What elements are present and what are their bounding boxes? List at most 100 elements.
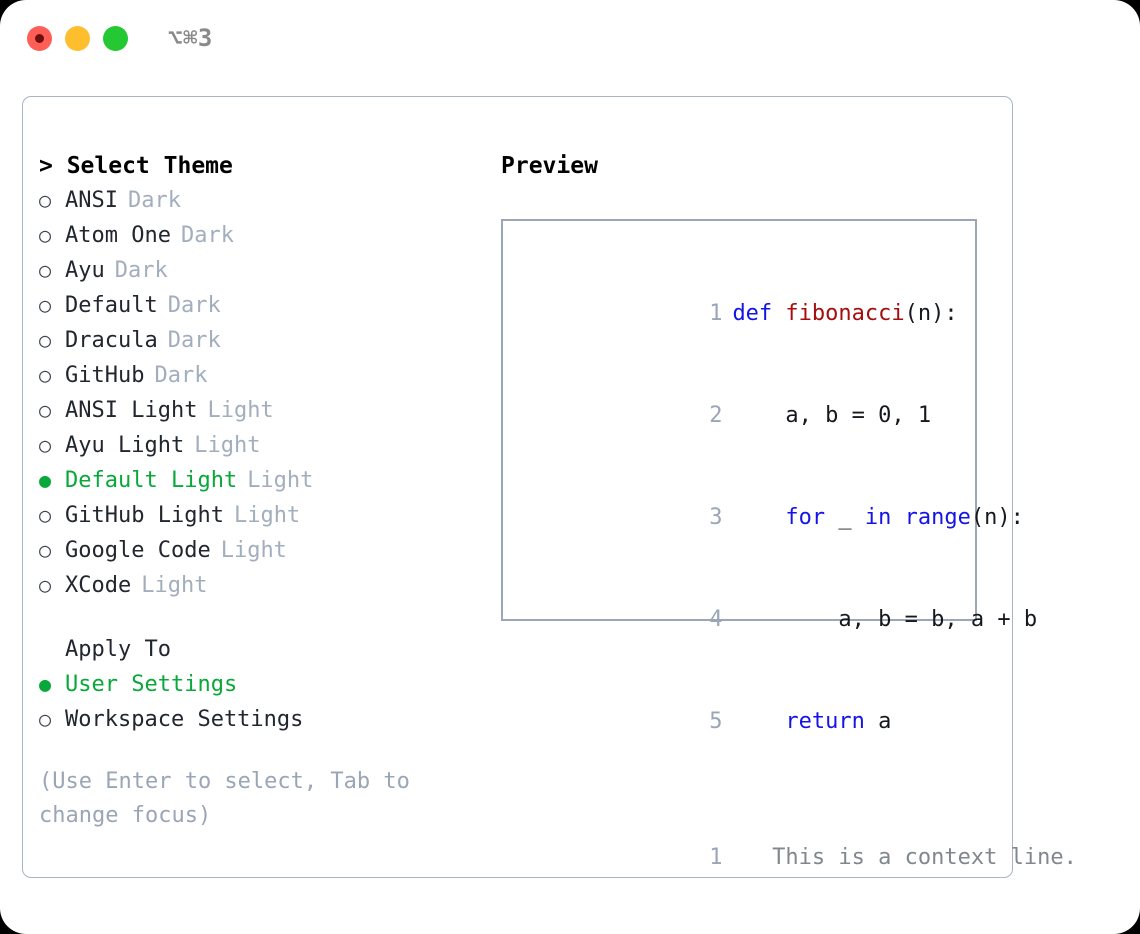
preview-heading: Preview: [501, 153, 598, 179]
code-token: in: [864, 505, 892, 530]
theme-tag: Light: [247, 468, 314, 493]
radio-icon: ○: [39, 223, 52, 247]
code-sample: 1 def fibonacci (n): 2 a, b = 0, 1 3 for _…: [515, 263, 1077, 934]
theme-label: GitHub: [65, 363, 145, 388]
code-token: return: [785, 709, 865, 734]
theme-option-github-dark[interactable]: ○ GitHub Dark: [39, 358, 479, 393]
code-token: [732, 505, 785, 530]
code-diff-separator: [515, 773, 967, 807]
radio-icon: ○: [39, 707, 52, 731]
theme-option-xcode[interactable]: ○ XCode Light: [39, 568, 479, 603]
maximize-button[interactable]: [103, 26, 128, 51]
theme-tag: Dark: [154, 363, 208, 388]
keyboard-shortcut-label: ⌥⌘3: [168, 24, 213, 52]
apply-to-option-workspace-settings[interactable]: ○ Workspace Settings: [39, 702, 479, 737]
diff-text: This is a context line.: [732, 845, 1077, 870]
theme-tag: Dark: [114, 258, 168, 283]
theme-tag: Light: [207, 398, 274, 423]
code-token: [891, 505, 904, 530]
radio-icon: ○: [39, 293, 52, 317]
close-button[interactable]: [27, 26, 52, 51]
radio-selected-icon: ●: [39, 468, 52, 492]
theme-option-google-code[interactable]: ○ Google Code Light: [39, 533, 479, 568]
theme-option-ayu-light[interactable]: ○ Ayu Light Light: [39, 428, 479, 463]
apply-to-label: Workspace Settings: [65, 707, 304, 732]
minimize-button[interactable]: [65, 26, 90, 51]
radio-icon: ○: [39, 363, 52, 387]
theme-label: ANSI Light: [65, 398, 198, 423]
radio-icon: ○: [39, 398, 52, 422]
code-token: def: [732, 301, 786, 326]
theme-label: Atom One: [65, 223, 171, 248]
radio-selected-icon: ●: [39, 672, 52, 696]
theme-label: XCode: [65, 573, 132, 598]
theme-tag: Light: [233, 503, 301, 528]
panel-columns: > Select Theme ○ ANSI Dark ○ Atom One Da…: [23, 97, 1077, 877]
diff-line-context: 1 This is a context line.: [515, 807, 1077, 909]
theme-label: Ayu Light: [65, 433, 185, 458]
theme-tag: Light: [194, 433, 261, 458]
apply-to-heading: Apply To: [65, 637, 171, 662]
apply-to-label: User Settings: [65, 672, 238, 697]
radio-icon: ○: [39, 188, 52, 212]
code-token: (n):: [970, 505, 1024, 530]
theme-label: Google Code: [65, 538, 211, 563]
theme-label: Ayu: [65, 258, 105, 283]
theme-label: Dracula: [65, 328, 158, 353]
theme-option-github-light[interactable]: ○ GitHub Light Light: [39, 498, 479, 533]
theme-option-ayu-dark[interactable]: ○ Ayu Dark: [39, 253, 479, 288]
theme-option-default-light[interactable]: ● Default Light Light: [39, 463, 479, 498]
theme-tag: Dark: [167, 328, 221, 353]
line-number: 3: [709, 505, 723, 530]
code-token: a: [864, 709, 892, 734]
code-token: a, b = 0, 1: [732, 403, 932, 428]
code-line: 2 a, b = 0, 1: [515, 365, 967, 467]
select-theme-heading: > Select Theme: [39, 153, 233, 179]
radio-icon: ○: [39, 258, 52, 282]
list-spacer: [39, 603, 479, 633]
theme-label: ANSI: [65, 188, 118, 213]
radio-icon: ○: [39, 433, 52, 457]
preview-box: 1 def fibonacci (n): 2 a, b = 0, 1 3 for _…: [501, 219, 1077, 870]
theme-label: Default Light: [65, 468, 238, 493]
theme-option-ansi-dark[interactable]: ○ ANSI Dark: [39, 183, 479, 218]
theme-tag: Light: [141, 573, 208, 598]
radio-icon: ○: [39, 503, 52, 527]
theme-picker-panel: > Select Theme ○ ANSI Dark ○ Atom One Da…: [22, 96, 1077, 878]
theme-option-ansi-light[interactable]: ○ ANSI Light Light: [39, 393, 479, 428]
theme-label: Default: [65, 293, 158, 318]
code-line: 3 for _ in range(n):: [515, 467, 1024, 569]
diff-line-deleted: 2 - This line was deleted.: [515, 909, 967, 934]
code-line: 5 return a: [515, 671, 967, 773]
line-number: 1: [709, 845, 723, 870]
radio-icon: ○: [39, 573, 52, 597]
keyboard-hint-text: (Use Enter to select, Tab to change focu…: [39, 769, 424, 828]
line-number: 2: [709, 403, 723, 428]
radio-icon: ○: [39, 328, 52, 352]
code-token: for: [785, 505, 826, 530]
traffic-lights: [27, 26, 128, 51]
line-number: 4: [709, 607, 723, 632]
theme-option-atom-one-dark[interactable]: ○ Atom One Dark: [39, 218, 479, 253]
theme-label: GitHub Light: [65, 503, 224, 528]
theme-list-column: > Select Theme ○ ANSI Dark ○ Atom One Da…: [39, 149, 479, 833]
theme-option-dracula-dark[interactable]: ○ Dracula Dark: [39, 323, 479, 358]
theme-option-default-dark[interactable]: ○ Default Dark: [39, 288, 479, 323]
theme-tag: Dark: [127, 188, 181, 213]
line-number: 1: [709, 301, 723, 326]
theme-tag: Dark: [167, 293, 221, 318]
theme-tag: Light: [220, 538, 287, 563]
preview-column: Preview 1 def fibonacci (n): 2 a, b = 0, 1…: [501, 149, 1077, 870]
apply-to-option-user-settings[interactable]: ● User Settings: [39, 667, 479, 702]
code-token: _: [825, 505, 865, 530]
theme-tag: Dark: [180, 223, 234, 248]
line-number: 5: [709, 709, 723, 734]
close-icon: [35, 34, 44, 43]
code-token: fibonacci: [785, 301, 905, 326]
code-token: [732, 709, 785, 734]
code-token: range: [904, 505, 971, 530]
code-token: a, b = b, a + b: [732, 607, 1038, 632]
title-bar: ⌥⌘3: [0, 0, 1140, 78]
